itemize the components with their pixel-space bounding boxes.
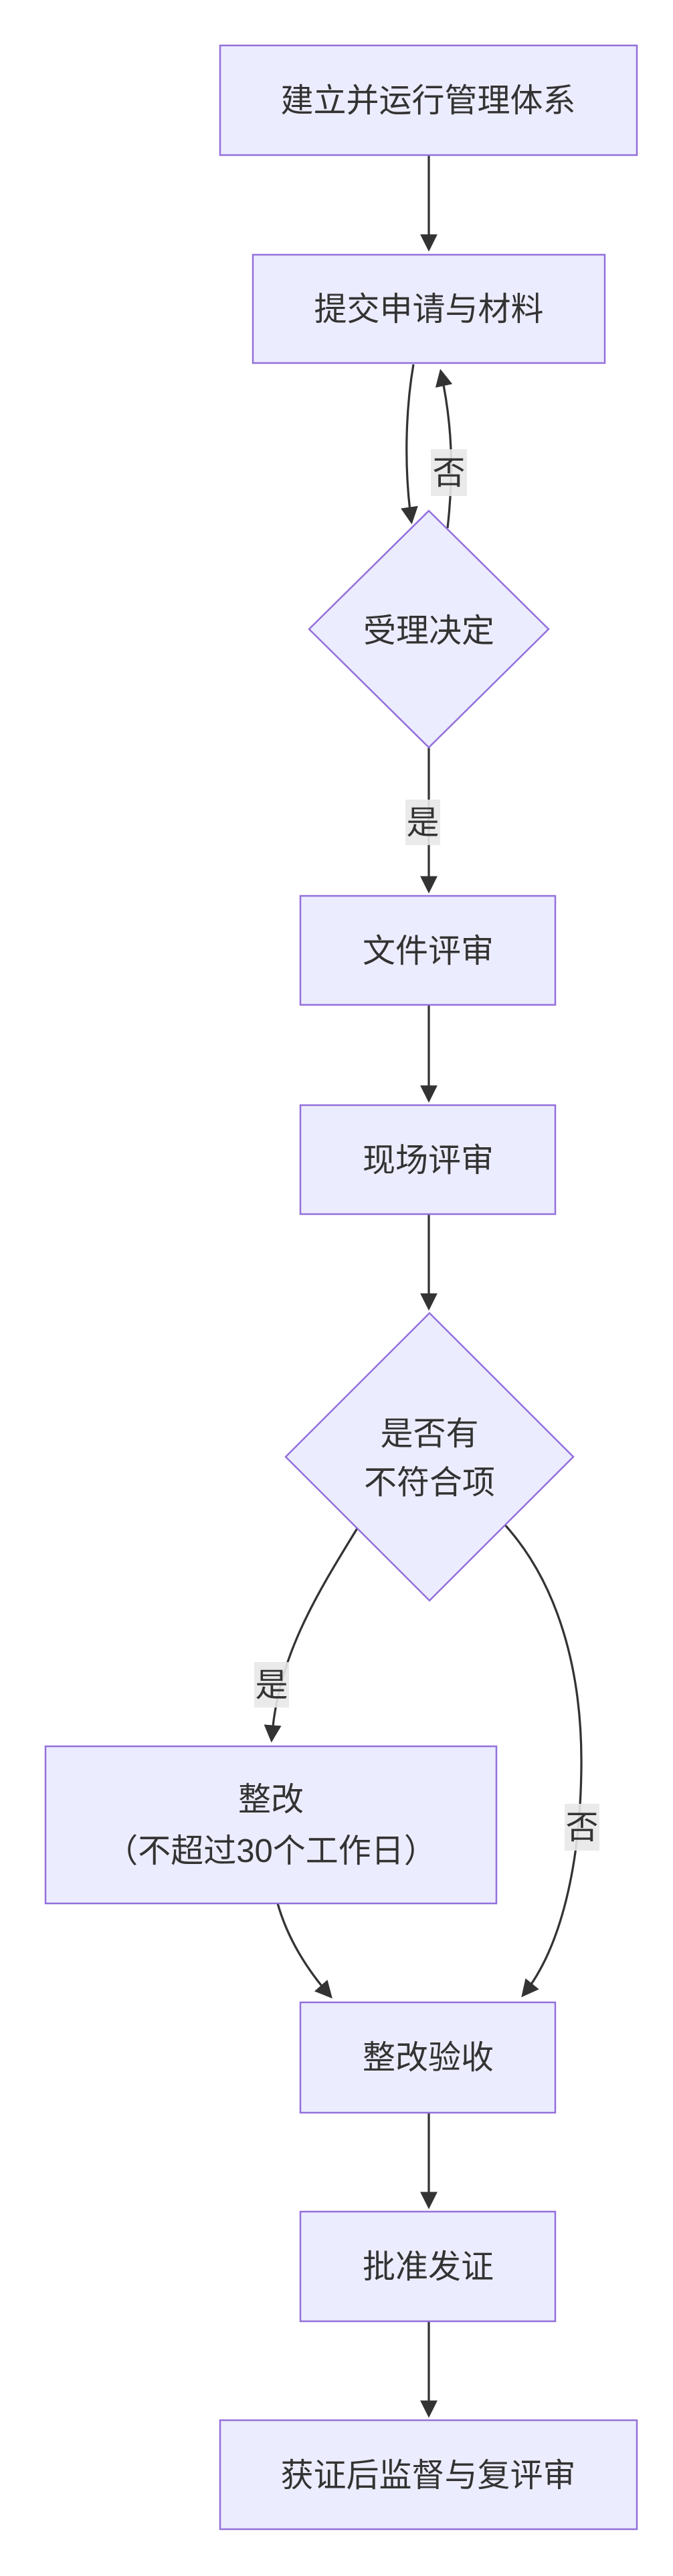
node-label-line1: 整改 — [238, 1782, 304, 1818]
node-post-cert-surveillance: 获证后监督与复评审 — [219, 2419, 638, 2531]
node-rect — [299, 2210, 557, 2323]
nodes: 建立并运行管理体系 提交申请与材料 受理决定 文件评审 现场评审 是否有 — [44, 44, 638, 2531]
node-label: 文件评审 — [363, 933, 494, 969]
edge-label-no-nonconformity: 否 — [565, 1804, 599, 1851]
edge-rectify-to-check — [276, 1903, 332, 1999]
node-label: 提交申请与材料 — [314, 291, 543, 328]
node-label: 获证后监督与复评审 — [280, 2458, 575, 2494]
node-establish-system: 建立并运行管理体系 — [219, 44, 638, 156]
node-label-line1: 是否有 — [380, 1416, 478, 1452]
node-rect — [299, 1104, 557, 1215]
edge-label-text: 是 — [406, 805, 439, 841]
node-label: 建立并运行管理体系 — [280, 83, 575, 119]
node-label: 受理决定 — [363, 613, 494, 649]
node-submit-application: 提交申请与材料 — [252, 253, 606, 364]
node-nonconformity-decision: 是否有 不符合项 — [284, 1312, 575, 1602]
node-rect — [299, 895, 557, 1006]
node-acceptance-decision: 受理决定 — [308, 509, 550, 749]
edge-submit-to-acceptance — [401, 364, 418, 525]
edge-label-no-loop: 否 — [431, 449, 467, 496]
edge-labels: 否 是 是 否 — [254, 449, 599, 1851]
node-rect — [252, 253, 606, 364]
node-diamond — [308, 509, 550, 749]
node-onsite-review: 现场评审 — [299, 1104, 557, 1215]
node-document-review: 文件评审 — [299, 895, 557, 1006]
node-label: 整改验收 — [363, 2040, 494, 2076]
edge-label-bg — [254, 1662, 289, 1708]
edge-acceptance-to-submit-no — [435, 368, 453, 529]
node-label-line2: 不符合项 — [364, 1465, 495, 1501]
edge-label-text: 否 — [432, 455, 465, 491]
edge-label-bg — [431, 449, 467, 496]
edge-nonconformity-to-rectify-yes — [264, 1528, 359, 1743]
node-rect — [219, 44, 638, 156]
edge-label-yes-nonconformity: 是 — [254, 1662, 289, 1708]
edge-label-bg — [405, 800, 440, 845]
node-rect — [299, 2001, 557, 2114]
node-rectification-acceptance: 整改验收 — [299, 2001, 557, 2114]
node-label-line2: （不超过30个工作日） — [105, 1833, 437, 1869]
edges — [264, 155, 583, 2418]
edge-nonconformity-to-check-no — [504, 1524, 583, 1998]
node-rect — [44, 1745, 498, 1905]
edge-label-text: 是 — [255, 1667, 288, 1704]
node-label: 现场评审 — [363, 1143, 494, 1179]
edge-label-text: 否 — [565, 1810, 598, 1846]
node-label: 批准发证 — [363, 2249, 494, 2285]
edge-label-yes-acceptance: 是 — [405, 800, 440, 845]
node-diamond — [284, 1312, 575, 1602]
node-rect — [219, 2419, 638, 2531]
node-rectification: 整改 （不超过30个工作日） — [44, 1745, 498, 1905]
node-approve-certificate: 批准发证 — [299, 2210, 557, 2323]
edge-label-bg — [565, 1804, 599, 1851]
